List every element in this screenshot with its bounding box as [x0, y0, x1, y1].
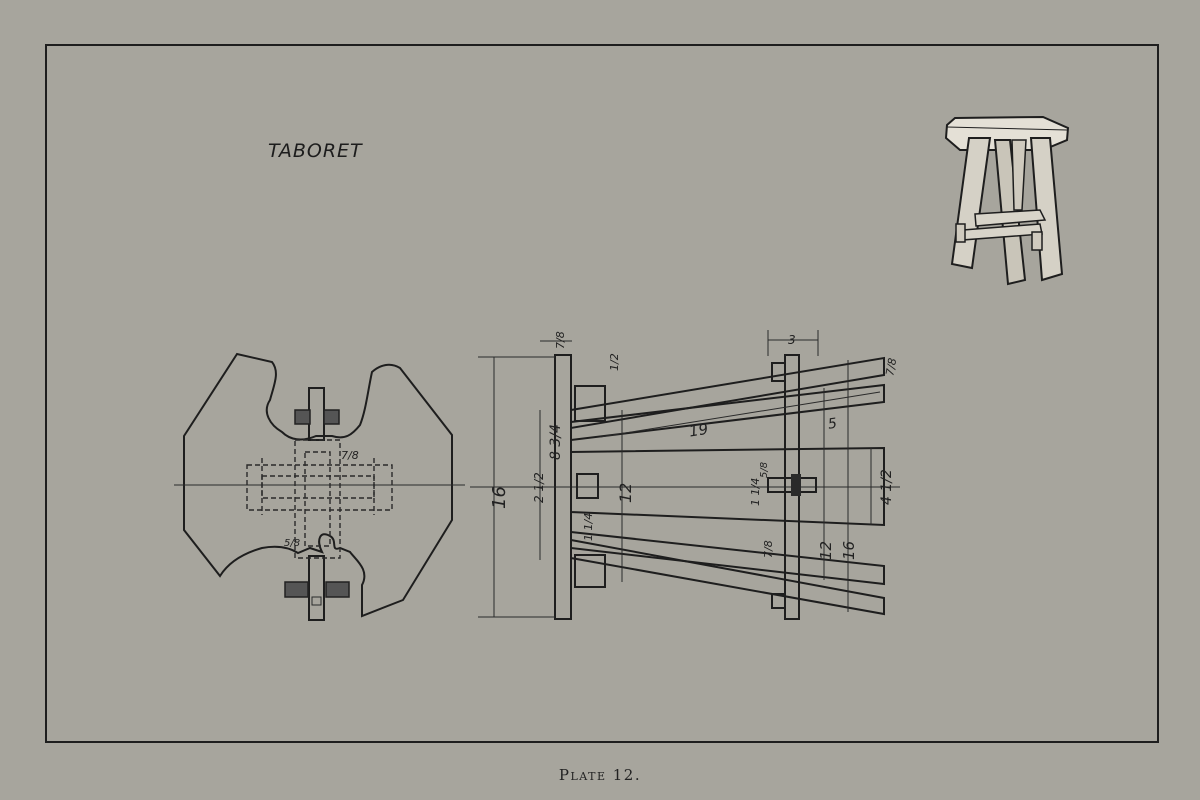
dim-brace-thickness: 7/8	[883, 357, 899, 377]
elevation-peg	[791, 474, 801, 496]
sketch-shelf	[974, 209, 1047, 227]
plan-outline	[183, 352, 453, 618]
elevation-block-bottom	[574, 554, 606, 588]
taboret-perspective-sketch	[944, 115, 1070, 286]
elevation-key-bottom	[771, 593, 786, 609]
sketch-top-edge	[946, 126, 1068, 131]
dim-key-offset: 4 1/2	[879, 469, 895, 505]
plan-view: 7/8 5/8	[174, 352, 465, 621]
dim-overall-height: 16	[489, 486, 510, 509]
plan-dim-tenon: 5/8	[284, 538, 300, 549]
sketch-leg-back	[1011, 139, 1027, 211]
elevation-rail-upper	[570, 383, 885, 442]
plan-dim-section: 7/8	[341, 449, 359, 462]
plan-hidden-cross	[294, 439, 341, 559]
dim-key-small: 5/8	[759, 462, 770, 478]
dim-side-height-b: 16	[840, 541, 858, 560]
elevation-leg-lower	[570, 538, 885, 616]
dim-side-brace: 7/8	[762, 540, 775, 558]
dim-tenon-width: 2 1/2	[532, 472, 546, 503]
plan-hidden-cross-inner	[304, 451, 331, 547]
plan-key-bottom-left	[284, 581, 309, 598]
sketch-key-right	[1031, 231, 1043, 251]
dim-tenon-depth: 1 1/4	[582, 513, 595, 541]
dim-rail-height: 8 3/4	[548, 424, 564, 460]
sketch-key-left	[955, 223, 966, 243]
elevation-key-top	[771, 362, 786, 382]
plan-hidden-shelf	[246, 464, 393, 511]
elevation-block-top	[574, 385, 606, 422]
plate-caption: Plate 12.	[558, 766, 642, 784]
elevation-center-rail	[570, 446, 885, 527]
plan-key-top-left	[294, 409, 311, 425]
plan-key-bottom-right	[325, 581, 350, 598]
dim-leg-height: 12	[616, 483, 635, 503]
elevation-tenon-left	[576, 473, 599, 499]
dim-side-height-a: 12	[817, 541, 835, 560]
dim-key-length: 1 1/4	[749, 478, 762, 506]
plan-key-top-right	[323, 409, 340, 425]
dim-rail-offset: 5	[827, 416, 838, 433]
dim-shelf-height: 1/2	[608, 353, 621, 371]
dim-line-length	[599, 391, 881, 438]
dim-leg-length: 19	[688, 420, 710, 441]
plan-peg	[311, 596, 322, 606]
drawing-title: TABORET	[268, 140, 363, 162]
plan-tenon-bottom	[308, 555, 325, 621]
plate-border	[45, 44, 1159, 743]
dim-leg-spread: 3	[788, 333, 796, 347]
side-elevation: 16 7/8 3 7/8 1/2 19 5 8 3/4 12 2 1/2 4 1…	[470, 330, 900, 620]
dim-top-thickness: 7/8	[554, 331, 567, 349]
